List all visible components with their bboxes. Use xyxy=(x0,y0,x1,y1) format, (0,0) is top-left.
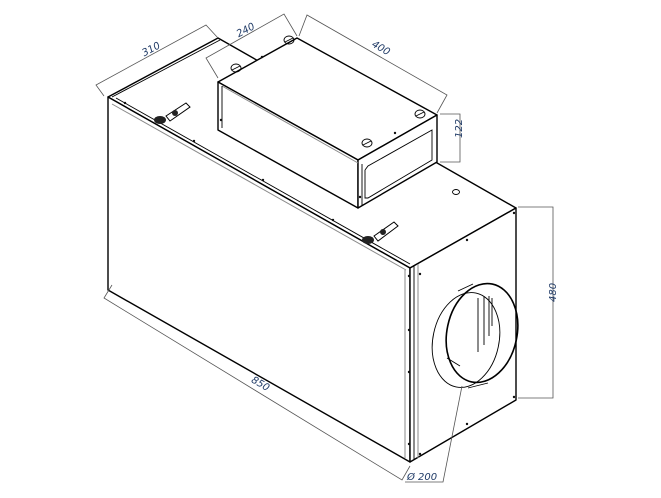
rivet xyxy=(418,272,422,276)
rivet xyxy=(192,139,196,143)
filter-box xyxy=(217,35,438,209)
svg-text:240: 240 xyxy=(235,21,257,40)
latch-clamp-icon xyxy=(154,102,191,124)
svg-text:122: 122 xyxy=(454,119,465,138)
latch-clamp-icon xyxy=(362,221,399,244)
lid-left-rim xyxy=(111,39,221,98)
thumb-screw-icon xyxy=(283,35,295,45)
thumb-screw-icon xyxy=(230,63,242,73)
dimension-diameter: Ø 200 xyxy=(405,385,463,483)
rivet xyxy=(465,422,469,426)
rivet xyxy=(407,370,411,374)
lid-rim-line xyxy=(111,103,407,271)
rivet xyxy=(123,101,127,105)
rivet xyxy=(407,328,411,332)
rivet xyxy=(465,238,469,242)
top-hole-icon xyxy=(452,189,460,195)
rivet xyxy=(512,211,516,215)
rivet xyxy=(512,395,516,399)
dimension-480: 480 xyxy=(518,206,559,399)
thumb-screw-icon xyxy=(361,138,373,148)
thumb-screw-icon xyxy=(414,109,426,119)
housing-end-face xyxy=(409,207,517,463)
rivet xyxy=(261,178,265,182)
rivet xyxy=(407,442,411,446)
svg-text:310: 310 xyxy=(140,40,162,59)
svg-text:Ø 200: Ø 200 xyxy=(406,471,437,483)
dimension-122: 122 xyxy=(440,113,465,163)
rivet xyxy=(331,218,335,222)
rivet xyxy=(407,274,411,278)
svg-text:480: 480 xyxy=(548,283,559,302)
circular-duct-spigot xyxy=(431,282,519,389)
svg-text:400: 400 xyxy=(370,39,392,58)
rivet xyxy=(418,452,422,456)
